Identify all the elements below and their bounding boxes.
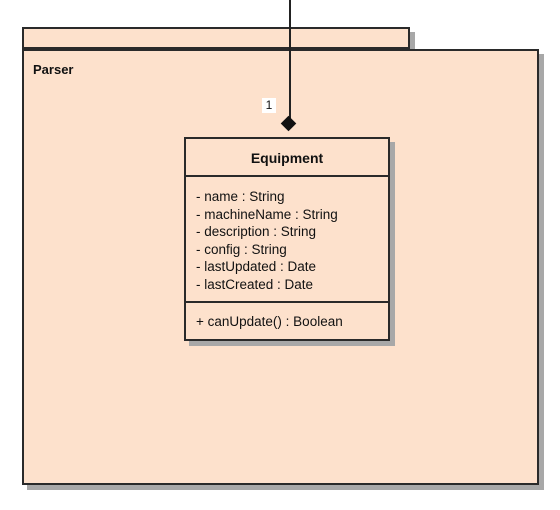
class-box-equipment[interactable]: Equipment - name : String - machineName … — [184, 137, 390, 341]
attributes-compartment: - name : String - machineName : String -… — [186, 177, 388, 303]
operations-compartment: + canUpdate() : Boolean — [186, 303, 388, 331]
attribute-machine-name: - machineName : String — [196, 206, 338, 222]
class-name: Equipment — [186, 139, 388, 177]
package-tab[interactable] — [22, 27, 410, 49]
multiplicity-label: 1 — [262, 98, 276, 113]
operation-can-update: + canUpdate() : Boolean — [196, 314, 343, 329]
attribute-last-created: - lastCreated : Date — [196, 276, 314, 292]
attribute-description: - description : String — [196, 224, 317, 240]
attribute-last-updated: - lastUpdated : Date — [196, 259, 317, 275]
attribute-config: - config : String — [196, 241, 287, 257]
package-name: Parser — [33, 62, 74, 77]
composition-association-line[interactable] — [289, 0, 291, 120]
attribute-name: - name : String — [196, 189, 285, 204]
